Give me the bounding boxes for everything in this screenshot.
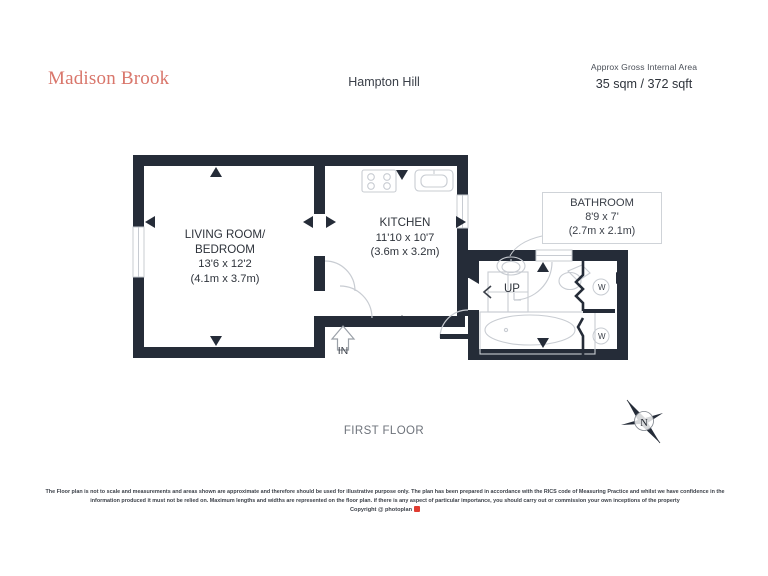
area-value: 35 sqm / 372 sqft	[595, 77, 693, 91]
brand-logo: Madison Brook	[48, 68, 170, 89]
cupboard-label-upper: W	[598, 283, 606, 292]
compass-rose-icon: N	[621, 399, 663, 444]
living-room-dim-imperial: 13'6 x 12'2	[198, 258, 252, 270]
kitchen-walls	[325, 155, 468, 327]
kitchen-hob-icon	[361, 169, 397, 193]
living-room-name-line2: BEDROOM	[195, 242, 255, 256]
kitchen-dim-imperial: 11'10 x 10'7	[375, 231, 435, 244]
stairs-up-label: UP	[504, 283, 520, 295]
area-label: Approx Gross Internal Area	[590, 62, 698, 72]
room-label-bathroom: BATHROOM 8'9 x 7' (2.7m x 2.1m)	[542, 192, 662, 244]
door-swing-hall-left	[439, 309, 469, 339]
door-swing-living-kitchen	[324, 260, 356, 292]
w-circle-lower	[592, 327, 610, 345]
wall-structure	[133, 155, 457, 358]
cupboard-partitions	[574, 261, 615, 359]
page-title: Hampton Hill	[348, 75, 420, 89]
door-opening-bathroom-top	[535, 249, 573, 262]
bathroom-name: BATHROOM	[570, 197, 634, 209]
stairs-icon	[482, 271, 529, 313]
floor-level-label: FIRST FLOOR	[343, 425, 425, 437]
living-room-dim-metric: (4.1m x 3.7m)	[190, 272, 260, 285]
copyright-line: Copyright @ photoplan	[40, 506, 730, 515]
entry-arrow-icon	[330, 325, 356, 351]
kitchen-name: KITCHEN	[379, 216, 431, 229]
door-swing-hall-living	[339, 285, 373, 319]
disclaimer-line-1: The Floor plan is not to scale and measu…	[45, 489, 679, 495]
room-label-living-room: LIVING ROOM/ BEDROOM 13'6 x 12'2 (4.1m x…	[150, 228, 300, 286]
entry-in-label: IN	[337, 345, 349, 357]
bathroom-dim-metric: (2.7m x 2.1m)	[568, 225, 636, 237]
compass-north-letter: N	[640, 418, 648, 429]
window-living-left	[132, 226, 145, 278]
w-circle-upper	[592, 278, 610, 296]
bathroom-dim-imperial: 8'9 x 7'	[585, 211, 619, 223]
cupboard-label-lower: W	[598, 332, 606, 341]
room-label-kitchen: KITCHEN 11'10 x 10'7 (3.6m x 3.2m)	[335, 216, 475, 260]
door-swing-bathroom	[513, 261, 553, 301]
bathroom-toilet-icon	[558, 264, 591, 291]
living-room-name-line1: LIVING ROOM/	[184, 228, 266, 241]
kitchen-dim-metric: (3.6m x 3.2m)	[370, 246, 440, 258]
gross-internal-area: Approx Gross Internal Area 35 sqm / 372 …	[544, 62, 744, 91]
kitchen-sink-icon	[414, 169, 454, 192]
bathroom-label-leader	[509, 235, 543, 257]
disclaimer-line-2: confidence in the information produced i…	[90, 489, 725, 504]
dimension-arrows	[145, 167, 626, 348]
bathroom-bathtub-icon	[479, 311, 596, 355]
photoplan-logo-icon	[414, 506, 420, 513]
copyright-text: Copyright @ photoplan	[349, 507, 412, 514]
footer-disclaimer: The Floor plan is not to scale and measu…	[40, 488, 730, 515]
